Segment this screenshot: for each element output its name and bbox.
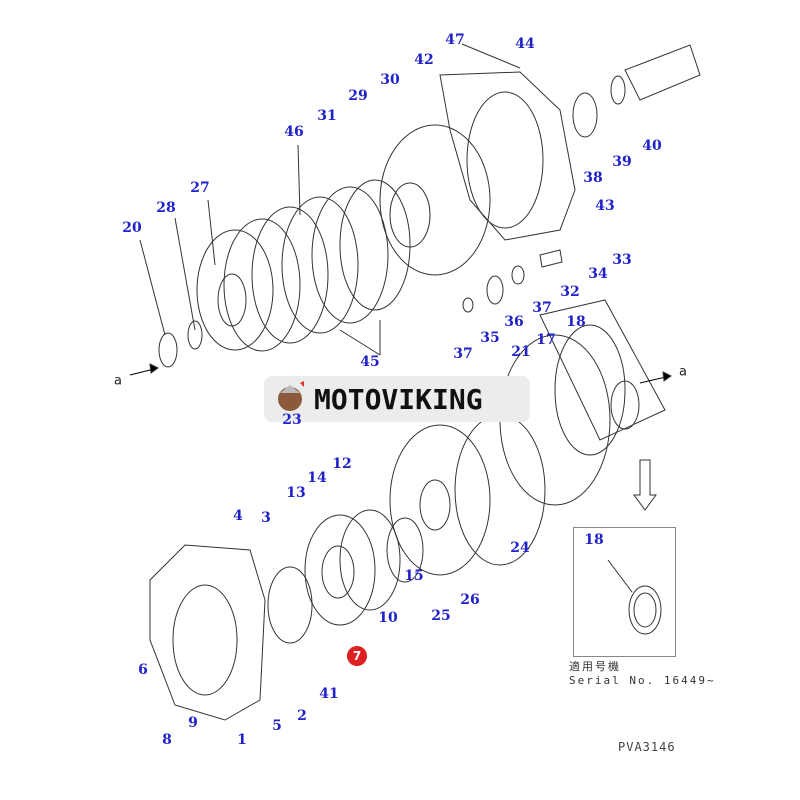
down-arrow-icon	[633, 459, 657, 511]
bearing-41	[267, 566, 313, 644]
ring-28	[187, 320, 203, 350]
front-housing	[149, 544, 266, 721]
hub-27	[196, 229, 274, 351]
pin-32	[539, 249, 563, 268]
hub-bore	[217, 273, 247, 327]
callout-37: 37	[532, 300, 552, 316]
drawing-code: PVA3146	[618, 740, 676, 754]
ring	[454, 414, 546, 566]
callout-13: 13	[286, 485, 306, 501]
callout-23: 23	[282, 412, 302, 428]
callout-15: 15	[404, 568, 424, 584]
callout-17: 17	[536, 332, 556, 348]
arrowhead-icon	[149, 363, 159, 374]
viking-mascot-icon	[278, 381, 304, 411]
callout-2: 2	[297, 708, 307, 724]
plate	[281, 196, 359, 334]
callout-10: 10	[378, 610, 398, 626]
callout-44: 44	[515, 36, 535, 52]
piston	[304, 514, 376, 626]
piston-bore	[321, 545, 355, 599]
housing-bore	[172, 584, 238, 696]
serial-number: Serial No. 16449~	[569, 674, 716, 687]
inset-ring-inner	[633, 592, 657, 628]
callout-8: 8	[162, 732, 172, 748]
inset-callout: 18	[584, 532, 604, 548]
callout-12: 12	[332, 456, 352, 472]
arrow-label-a-left: a	[114, 373, 122, 389]
disc-17	[554, 324, 626, 456]
callout-29: 29	[348, 88, 368, 104]
arrowhead-icon	[662, 371, 672, 382]
watermark-logo: MOTOVIKING	[264, 376, 530, 422]
callout-14: 14	[307, 470, 327, 486]
serial-note: 適用号機 Serial No. 16449~	[569, 660, 716, 688]
callout-45: 45	[360, 354, 380, 370]
callout-4: 4	[233, 508, 243, 524]
leader-lines	[139, 43, 521, 356]
inset-leader	[607, 559, 633, 593]
callout-42: 42	[414, 52, 434, 68]
callout-33: 33	[612, 252, 632, 268]
inset-ring	[628, 585, 662, 635]
callout-41: 41	[319, 686, 339, 702]
callout-21: 21	[511, 344, 531, 360]
callout-26: 26	[460, 592, 480, 608]
washer-36	[511, 265, 525, 285]
callout-34: 34	[588, 266, 608, 282]
callout-9: 9	[188, 715, 198, 731]
callout-30: 30	[380, 72, 400, 88]
callout-31: 31	[317, 108, 337, 124]
carrier-plate	[389, 424, 491, 576]
reference-marker: 7	[347, 646, 367, 666]
callout-43: 43	[595, 198, 615, 214]
output-shaft	[624, 44, 701, 101]
bearing	[572, 92, 598, 138]
applicable-label: 適用号機	[569, 660, 621, 673]
callout-40: 40	[642, 138, 662, 154]
callout-5: 5	[272, 718, 282, 734]
carrier-29	[379, 124, 491, 276]
housing-bore	[466, 91, 544, 229]
plate	[339, 179, 411, 311]
nut-37	[462, 297, 474, 313]
callout-3: 3	[261, 510, 271, 526]
callout-39: 39	[612, 154, 632, 170]
seal-15	[386, 517, 424, 583]
bearing-35	[486, 275, 504, 305]
callout-47: 47	[445, 32, 465, 48]
plate	[311, 186, 389, 324]
callout-32: 32	[560, 284, 580, 300]
plate	[223, 218, 301, 352]
callout-27: 27	[190, 180, 210, 196]
callout-18: 18	[566, 314, 586, 330]
callout-28: 28	[156, 200, 176, 216]
carrier-bore	[419, 479, 451, 531]
callout-36: 36	[504, 314, 524, 330]
variant-inset-box	[573, 527, 676, 657]
callout-6: 6	[138, 662, 148, 678]
arrow-label-a-right: a	[679, 364, 687, 380]
callout-38: 38	[583, 170, 603, 186]
callout-37: 37	[453, 346, 473, 362]
callout-24: 24	[510, 540, 530, 556]
callout-35: 35	[480, 330, 500, 346]
callout-20: 20	[122, 220, 142, 236]
rear-housing	[439, 71, 576, 241]
callout-46: 46	[284, 124, 304, 140]
snap-ring	[610, 75, 626, 105]
piston-10	[339, 509, 401, 611]
plate	[251, 206, 329, 344]
detail-frame	[539, 299, 666, 441]
ring-20	[158, 332, 178, 368]
callout-25: 25	[431, 608, 451, 624]
watermark-brand: MOTOVIKING	[314, 382, 483, 416]
callout-1: 1	[237, 732, 247, 748]
